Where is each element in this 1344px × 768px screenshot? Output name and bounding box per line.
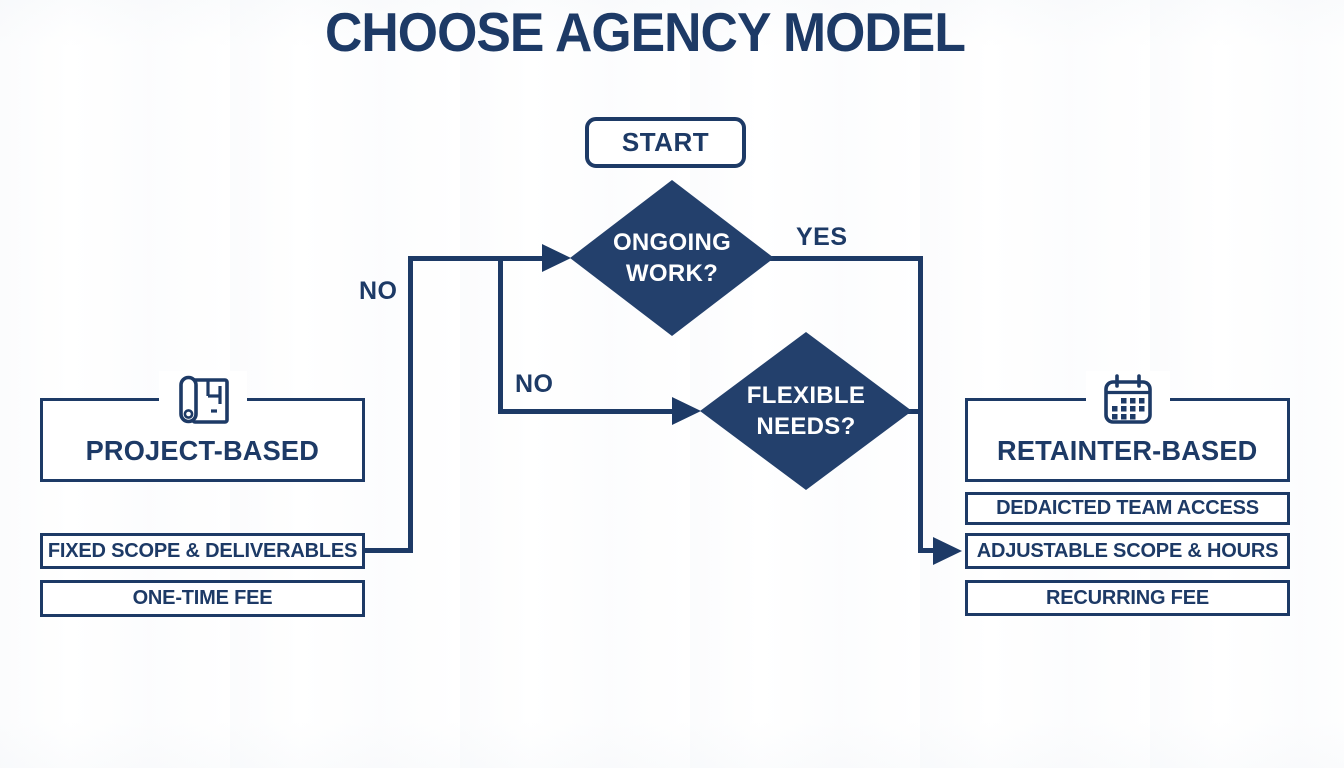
connector-no2-horizontal xyxy=(498,409,680,414)
decision1-line2: WORK? xyxy=(625,260,719,287)
retainer-based-title: RETAINTER-BASED xyxy=(997,435,1258,466)
connector-diamond2-stub xyxy=(905,409,923,414)
connector-yes-vertical xyxy=(918,256,923,553)
connector-no1-horizontal xyxy=(408,256,552,261)
arrowhead-into-decision1 xyxy=(542,244,571,272)
connector-no2-vertical xyxy=(498,256,503,414)
recurring-fee-box: RECURRING FEE xyxy=(965,580,1290,616)
decision2-line1: FLEXIBLE xyxy=(746,381,866,409)
project-based-title: PROJECT-BASED xyxy=(85,435,320,466)
connector-yes-horizontal xyxy=(770,256,923,261)
start-node: START xyxy=(585,117,746,168)
retainer-based-box: RETAINTER-BASED xyxy=(965,371,1290,482)
decision1-line1: ONGOING xyxy=(612,228,732,256)
connector-no1-vertical xyxy=(408,256,413,553)
page-title: CHOOSE AGENCY MODEL xyxy=(325,1,966,63)
decision-flexible-needs: FLEXIBLE NEEDS? xyxy=(700,332,912,490)
adjustable-scope-box: ADJUSTABLE SCOPE & HOURS xyxy=(965,533,1290,569)
decision2-line2: NEEDS? xyxy=(756,413,856,440)
dedicated-team-box: DEDAICTED TEAM ACCESS xyxy=(965,492,1290,525)
one-time-fee-box: ONE-TIME FEE xyxy=(40,580,365,617)
blueprint-icon xyxy=(158,371,247,431)
start-label: START xyxy=(621,127,710,157)
connector-to-fixed-scope xyxy=(365,548,413,553)
fixed-scope-box: FIXED SCOPE & DELIVERABLES xyxy=(40,533,365,569)
edge-label-yes: YES xyxy=(796,223,848,251)
edge-label-no-1: NO xyxy=(359,277,398,305)
project-based-box: PROJECT-BASED xyxy=(40,371,365,482)
decision-ongoing-work: ONGOING WORK? xyxy=(570,180,774,336)
arrowhead-into-adjustable xyxy=(933,537,962,565)
arrowhead-into-decision2 xyxy=(672,397,701,425)
connector-to-adjustable xyxy=(918,548,938,553)
calendar-icon xyxy=(1085,371,1170,431)
edge-label-no-2: NO xyxy=(515,370,554,398)
